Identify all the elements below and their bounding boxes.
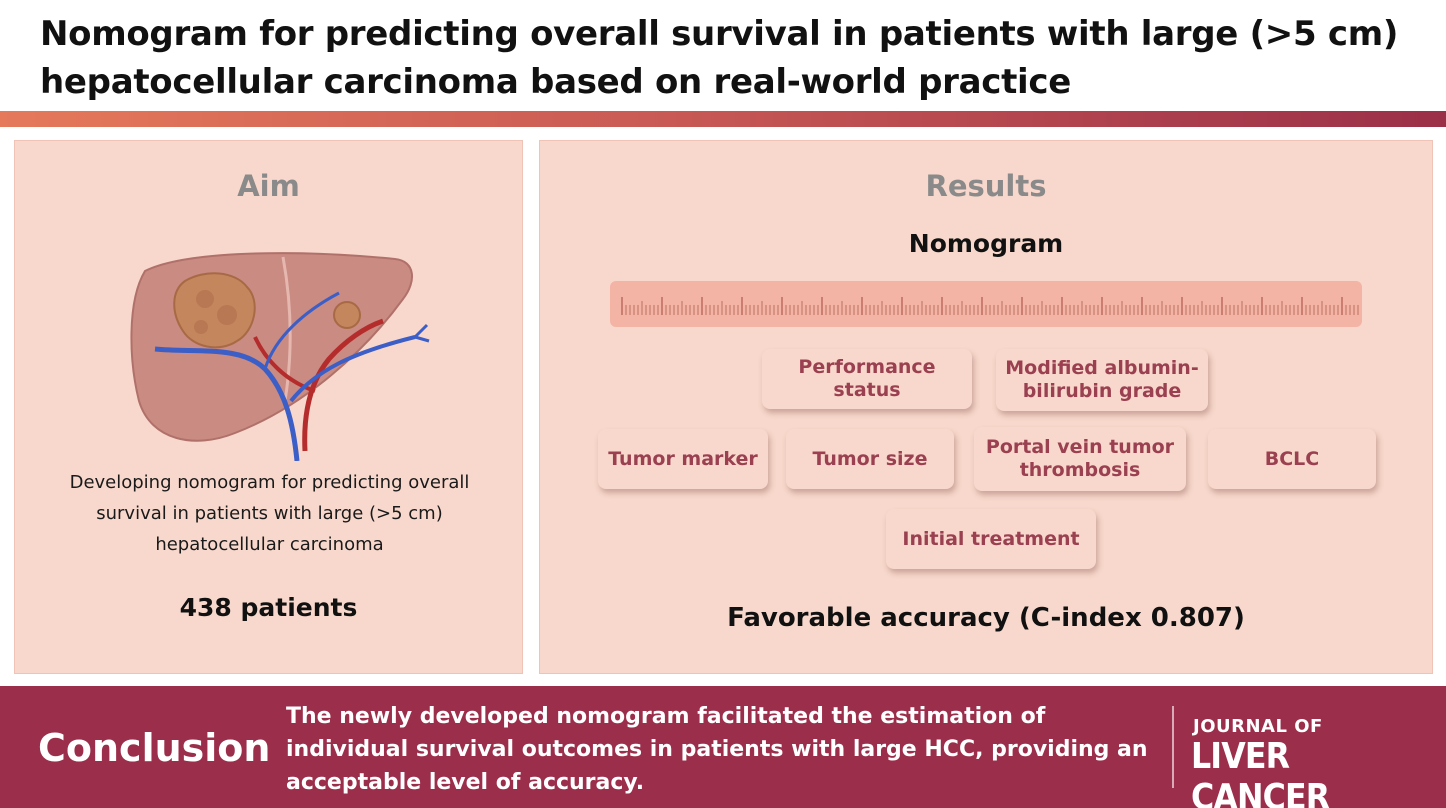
journal-logo-line1: JOURNAL OF	[1193, 716, 1323, 737]
factor-modified-albi-grade: Modified albumin-bilirubin grade	[996, 349, 1208, 411]
liver-with-tumor-illustration	[130, 252, 430, 461]
conclusion-label: Conclusion	[38, 726, 271, 770]
factor-tumor-size: Tumor size	[786, 429, 954, 489]
conclusion-text: The newly developed nomogram facilitated…	[286, 704, 1148, 795]
journal-divider	[1172, 706, 1174, 788]
conclusion-bar: Conclusion The newly developed nomogram …	[0, 686, 1446, 808]
aim-heading: Aim	[237, 169, 300, 203]
page-title: Nomogram for predicting overall survival…	[40, 14, 1399, 102]
title-accent-bar	[0, 111, 1446, 127]
nomogram-label: Nomogram	[908, 229, 1064, 258]
results-panel: Results Nomogram Performance status Modi…	[539, 140, 1433, 674]
factor-bclc: BCLC	[1208, 429, 1376, 489]
factor-performance-status: Performance status	[762, 349, 972, 409]
ruler-ticks	[621, 297, 1359, 315]
aim-description: Developing nomogram for predicting overa…	[69, 472, 470, 555]
patient-count: 438 patients	[179, 593, 358, 622]
factor-tumor-marker: Tumor marker	[598, 429, 768, 489]
ruler-scale	[610, 281, 1362, 327]
results-heading: Results	[925, 169, 1047, 203]
factor-portal-vein-tumor-thrombosis: Portal vein tumor thrombosis	[974, 427, 1186, 491]
aim-panel: Aim Developing nomogram for predicting o…	[14, 140, 523, 674]
factor-initial-treatment: Initial treatment	[886, 509, 1096, 569]
journal-logo-line2: LIVER CANCER	[1191, 736, 1330, 808]
accuracy-statement: Favorable accuracy (C-index 0.807)	[727, 603, 1245, 633]
